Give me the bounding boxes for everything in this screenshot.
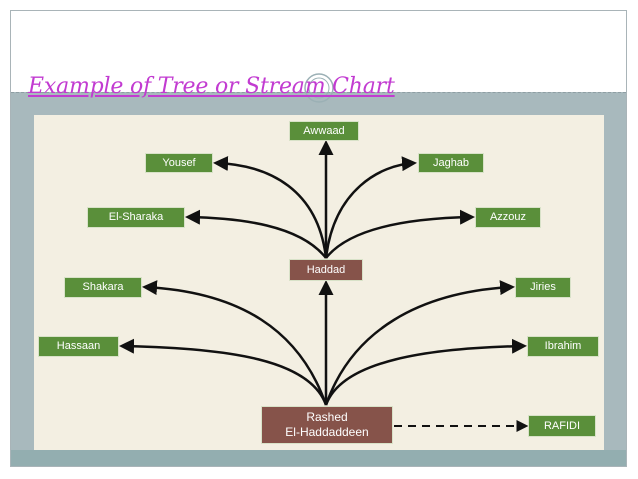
- node-rafidi: RAFIDI: [528, 415, 596, 437]
- edge-hub-yousef: [213, 155, 328, 259]
- slide-title: Example of Tree or Stream Chart: [28, 74, 395, 99]
- circle-decoration-icon: [304, 73, 334, 103]
- edge-root-hassaan: [119, 338, 328, 406]
- edge-hub-azzouz: [325, 209, 475, 259]
- node-rashed-el-haddaddeen: Rashed El-Haddaddeen: [261, 406, 393, 444]
- node-jiries: Jiries: [515, 277, 571, 298]
- node-awwaad: Awwaad: [289, 121, 359, 141]
- edge-root-ibrahim: [324, 338, 527, 406]
- node-haddad: Haddad: [289, 259, 363, 281]
- edge-hub-jaghab: [324, 156, 417, 259]
- node-yousef: Yousef: [145, 153, 213, 173]
- edge-hub-elsharaka: [185, 209, 327, 259]
- node-hassaan: Hassaan: [38, 336, 119, 357]
- edge-root-jiries: [324, 280, 515, 406]
- title-divider: [11, 92, 626, 93]
- node-root-line2: El-Haddaddeen: [285, 425, 369, 439]
- node-el-sharaka: El-Sharaka: [87, 207, 185, 228]
- node-jaghab: Jaghab: [418, 153, 484, 173]
- node-azzouz: Azzouz: [475, 207, 541, 228]
- node-shakara: Shakara: [64, 277, 142, 298]
- node-ibrahim: Ibrahim: [527, 336, 599, 357]
- node-root-line1: Rashed: [306, 410, 348, 424]
- edge-root-shakara: [142, 280, 328, 406]
- slide-band-bottom: [11, 450, 626, 466]
